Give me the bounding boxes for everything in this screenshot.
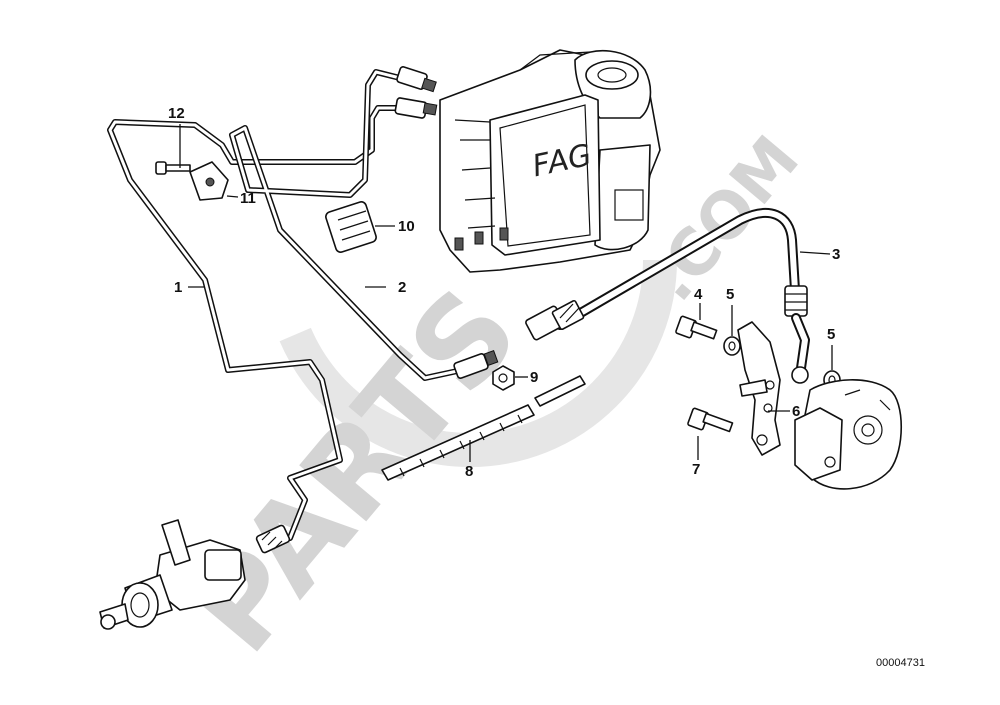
callout-8: 8 [465, 463, 473, 480]
callout-11: 11 [240, 190, 256, 207]
callout-10: 10 [398, 218, 415, 235]
pipe-clip-10[interactable] [325, 201, 378, 254]
bolt-12[interactable] [155, 161, 191, 175]
hose-fitting-upper [784, 285, 810, 384]
bracket-6[interactable] [737, 321, 781, 456]
brake-pipe-2[interactable] [229, 69, 465, 381]
callout-5-right: 5 [827, 326, 835, 343]
nut-9[interactable] [492, 365, 515, 391]
callout-2: 2 [398, 279, 406, 296]
watermark-brand: PARTS [166, 264, 546, 679]
callout-9: 9 [530, 369, 538, 386]
callouts: 12 11 10 1 2 3 4 5 5 6 7 8 9 [168, 105, 840, 480]
reference-code: 00004731 [876, 657, 925, 669]
pipe-union-upper [396, 66, 437, 93]
brake-hose-3[interactable] [555, 207, 800, 330]
protective-sleeve-8[interactable] [381, 375, 586, 481]
leader-lines [179, 124, 833, 462]
callout-1: 1 [174, 279, 182, 296]
callout-3: 3 [832, 246, 840, 263]
seal-ring-5-left[interactable] [723, 336, 741, 356]
hose-fitting-lower [525, 299, 585, 341]
callout-6: 6 [792, 403, 800, 420]
pipe-union-lower [394, 97, 438, 119]
brake-pipe-1[interactable] [107, 105, 428, 541]
callout-12: 12 [168, 105, 185, 122]
pipe-union-middle [453, 350, 499, 379]
callout-7: 7 [692, 461, 700, 478]
master-cylinder[interactable] [99, 519, 246, 630]
slave-cylinder[interactable] [794, 379, 903, 490]
pipe-holder-11[interactable] [189, 161, 229, 201]
callout-4: 4 [694, 286, 703, 303]
abs-hydraulic-unit[interactable]: FAG [439, 49, 661, 273]
callout-5-left: 5 [726, 286, 734, 303]
bolt-7[interactable] [687, 407, 734, 433]
bolt-4[interactable] [675, 315, 718, 340]
pipe-union-bottom [255, 524, 291, 554]
